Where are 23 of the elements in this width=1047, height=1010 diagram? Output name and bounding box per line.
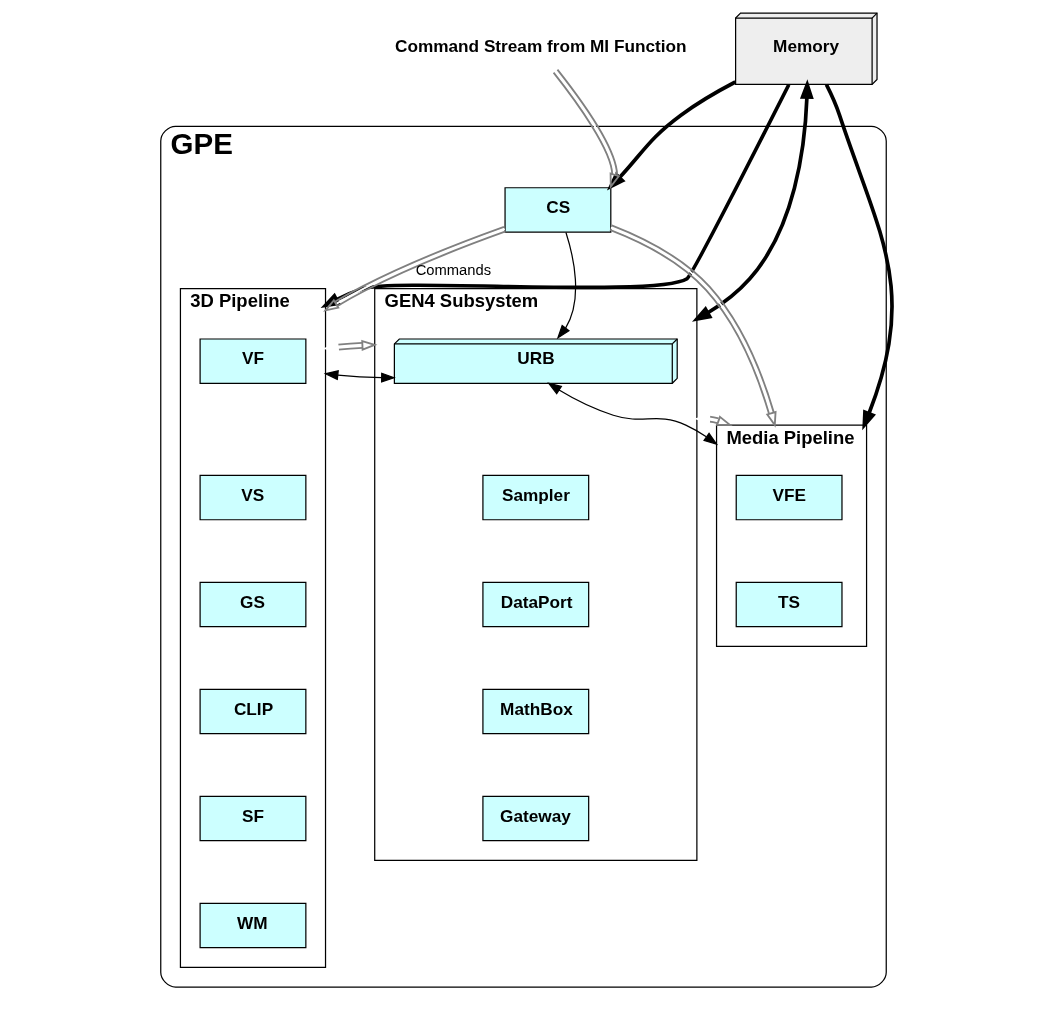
node-box: WM xyxy=(199,902,307,949)
node-box: MathBox xyxy=(482,688,590,735)
node-box: VS xyxy=(199,474,307,521)
node-box: CS xyxy=(504,187,612,233)
node-text: Command Stream from MI Function xyxy=(395,36,687,57)
arrow xyxy=(609,224,777,428)
node-box: VF xyxy=(199,338,307,384)
node-box: Gateway xyxy=(482,795,590,842)
arrow xyxy=(552,68,621,190)
edge-label: Commands xyxy=(415,261,492,278)
arrow xyxy=(606,80,737,191)
node-box: VFE xyxy=(735,474,843,521)
arrow xyxy=(323,370,396,383)
arrow xyxy=(322,339,378,353)
arrow xyxy=(692,79,814,322)
arrow xyxy=(323,225,507,312)
node-box: GS xyxy=(199,581,307,628)
node-box: TS xyxy=(735,581,843,628)
arrow xyxy=(556,231,577,340)
node-box: CLIP xyxy=(199,688,307,735)
node-box: Sampler xyxy=(482,474,590,521)
node-box: DataPort xyxy=(482,581,590,628)
node-box: SF xyxy=(199,795,307,842)
